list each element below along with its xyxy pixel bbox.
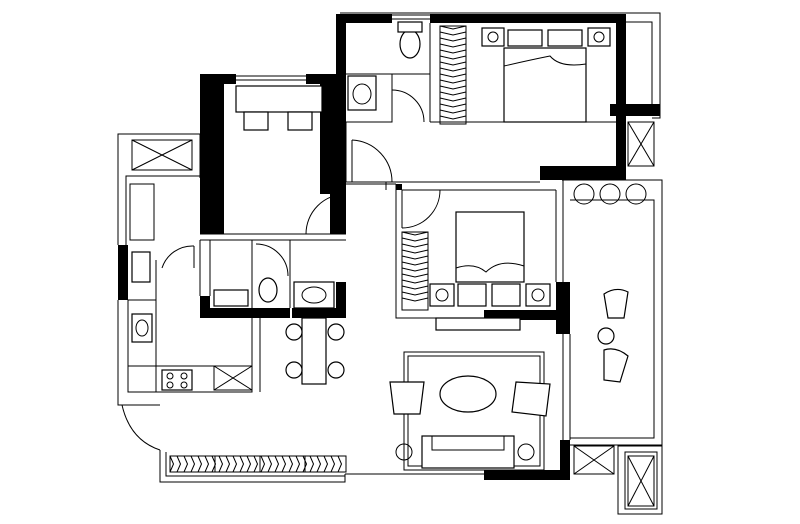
interior-lines	[127, 23, 616, 440]
furniture	[131, 21, 647, 471]
windows	[131, 14, 655, 507]
wardrobe-hatch	[323, 87, 335, 164]
wardrobe-hatch	[169, 455, 343, 473]
wardrobes	[129, 25, 467, 473]
wardrobe-hatch	[401, 231, 429, 302]
doors	[161, 89, 441, 277]
wardrobe-hatch	[211, 87, 223, 224]
wardrobe-hatch	[439, 25, 467, 120]
